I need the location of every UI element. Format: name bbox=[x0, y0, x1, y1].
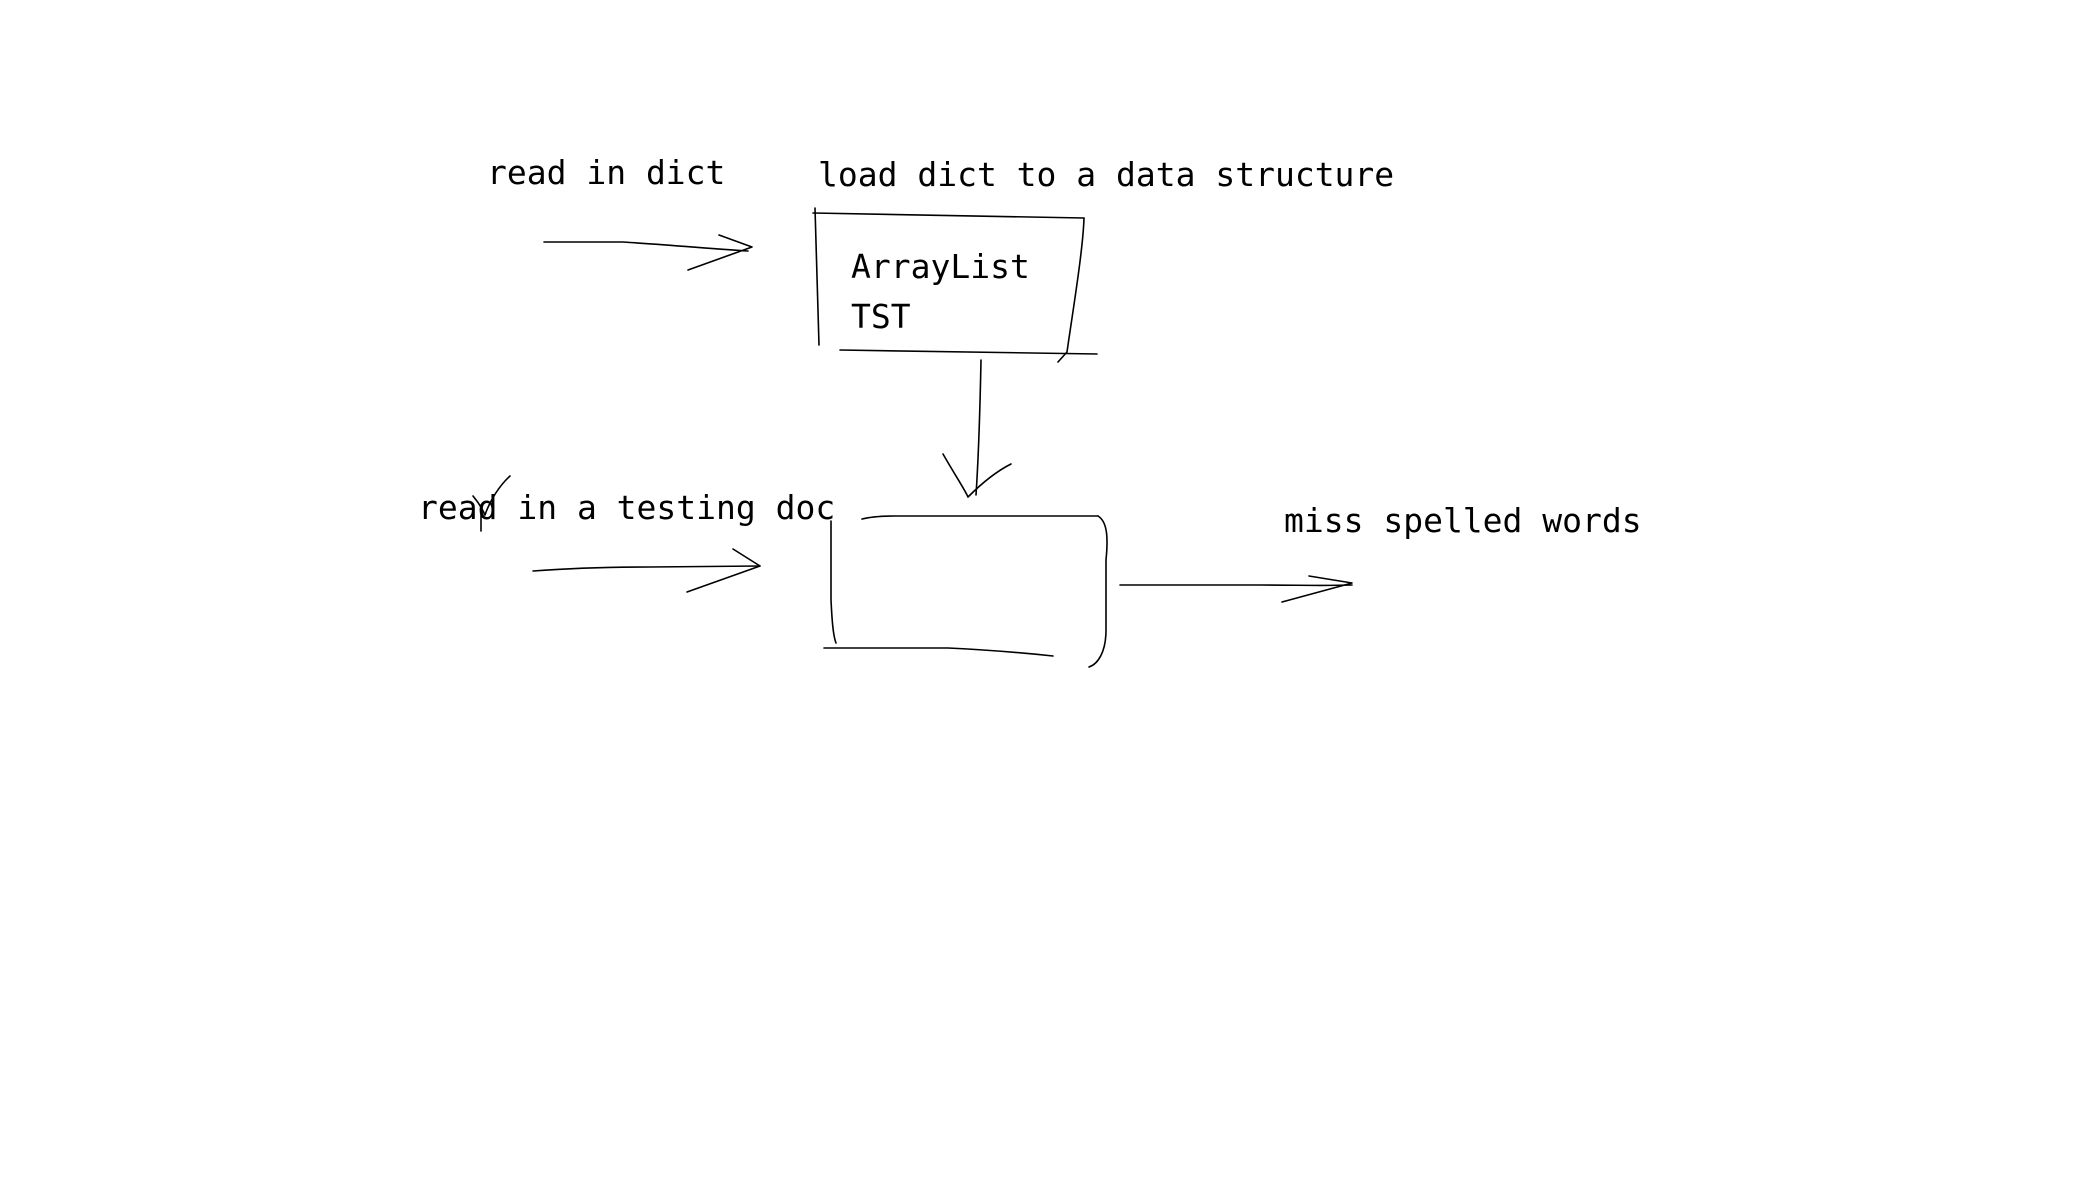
misspelled-words-label: miss spelled words bbox=[1284, 501, 1642, 540]
pen-scribble bbox=[472, 475, 511, 532]
arrow-doc-to-checker bbox=[532, 548, 761, 593]
read-testing-doc-label: read in a testing doc bbox=[418, 488, 836, 527]
arrow-checker-to-output bbox=[1119, 575, 1353, 603]
data-structure-box bbox=[812, 207, 1098, 363]
checker-box bbox=[823, 515, 1108, 668]
read-dict-label: read in dict bbox=[487, 153, 726, 192]
arraylist-label: ArrayList bbox=[851, 247, 1030, 286]
arrow-dict-to-structure bbox=[543, 234, 753, 271]
arrow-structure-to-checker bbox=[942, 359, 1012, 498]
load-dict-label: load dict to a data structure bbox=[818, 155, 1395, 194]
tst-label: TST bbox=[851, 297, 911, 336]
